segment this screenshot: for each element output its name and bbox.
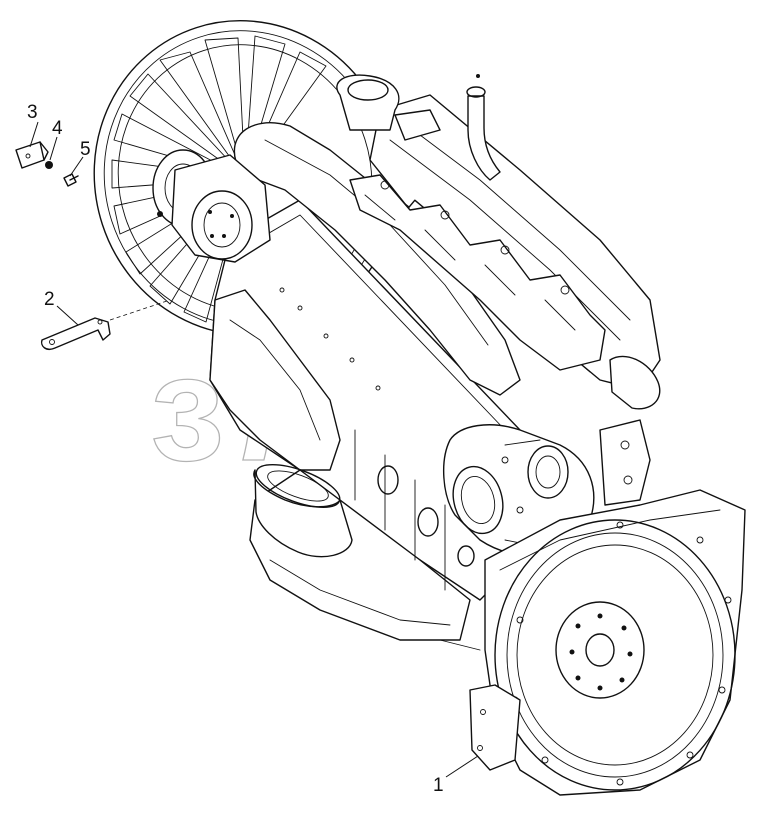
flywheel-housing [469,489,746,796]
callout-1-label: 1 [433,775,444,796]
clip-part-3 [15,141,49,169]
callout-2-label: 2 [44,289,55,310]
callout-5: 5 [69,139,91,177]
callout-4-label: 4 [52,118,63,139]
bracket-part-2 [40,317,111,350]
callout-4: 4 [49,118,63,161]
callout-1: 1 [433,755,479,796]
bolt-part-5 [63,173,79,187]
nut-part-4 [45,161,53,169]
callout-3-label: 3 [27,102,38,123]
callout-2: 2 [44,289,171,326]
callout-3: 3 [27,102,39,148]
engine-block [209,199,521,651]
turbocharger [442,355,661,557]
exhaust-manifold [349,174,606,371]
alternator [171,154,271,263]
callout-5-label: 5 [80,139,91,160]
